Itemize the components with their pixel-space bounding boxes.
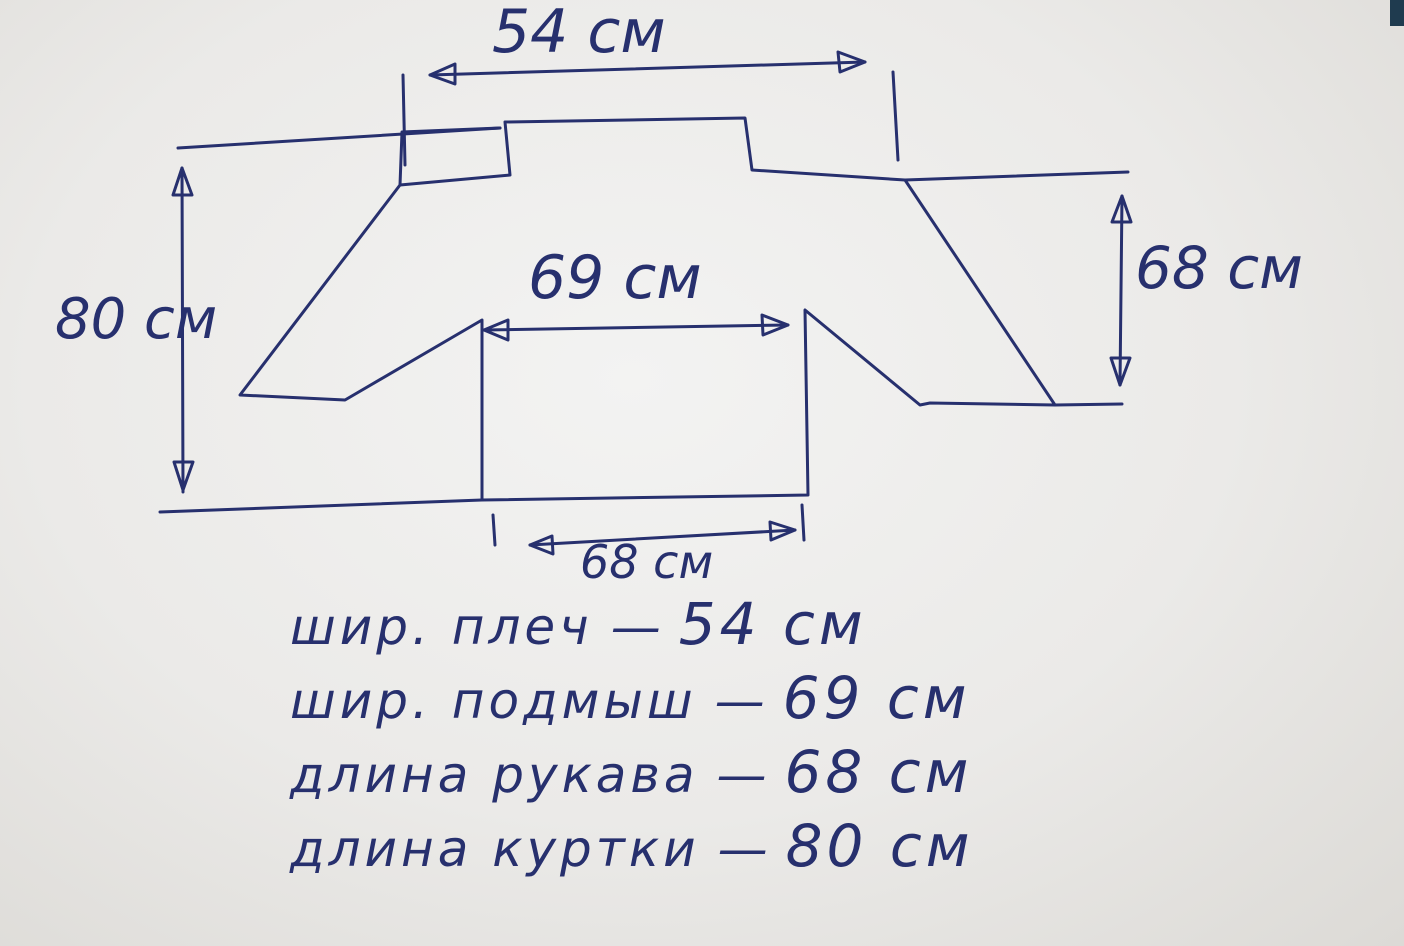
length-arrow — [180, 166, 185, 494]
length-arrowhead-top — [171, 166, 194, 197]
chest-arrow — [482, 323, 790, 332]
sleeve-right-arrowhead-bottom — [1109, 356, 1132, 387]
bottom-right-guide-line — [1053, 402, 1124, 407]
measurement-dash: — — [610, 598, 661, 656]
length-arrowhead-bottom — [172, 460, 195, 492]
corner-shadow — [1390, 0, 1404, 26]
measurement-label: длина рукава — [290, 746, 699, 804]
measurement-value: 68 см — [784, 738, 973, 806]
measurement-label: шир. подмыш — [290, 672, 697, 730]
measurement-label: длина куртки — [290, 820, 700, 878]
sleeve-right-arrow — [1118, 194, 1124, 387]
right-guide-line — [903, 170, 1130, 182]
measurement-dash: — — [717, 820, 768, 878]
measurement-row: шир. подмыш — 69 см — [290, 664, 1190, 738]
chest-dim-label: 69 см — [528, 243, 702, 313]
measurement-dash: — — [716, 746, 767, 804]
sleeve-bottom-dim-label: 68 см — [580, 535, 713, 589]
measurement-value: 80 см — [785, 812, 974, 880]
measurement-value: 69 см — [782, 664, 971, 732]
shoulder-tick-right — [891, 70, 900, 162]
top-guide-line — [176, 126, 502, 150]
shoulder-arrowhead-left — [428, 62, 457, 86]
measurement-dash: — — [714, 672, 765, 730]
sleeve-bottom-tick-right — [800, 503, 806, 542]
shoulder-arrow — [428, 60, 867, 77]
measurements-list: шир. плеч — 54 см шир. подмыш — 69 см дл… — [290, 590, 1190, 886]
sleeve-bottom-arrowhead-right — [768, 520, 797, 542]
chest-arrowhead-right — [760, 313, 790, 337]
shoulder-tick-left — [401, 73, 407, 167]
measurement-label: шир. плеч — [290, 598, 593, 656]
bottom-guide-line — [158, 498, 484, 514]
sleeve-bottom-arrowhead-left — [528, 534, 555, 556]
sleeve-right-dim-label: 68 см — [1135, 234, 1303, 302]
measurement-row: длина рукава — 68 см — [290, 738, 1190, 812]
chest-arrowhead-left — [482, 318, 510, 342]
sleeve-bottom-tick-left — [491, 513, 497, 547]
shoulder-arrowhead-right — [836, 50, 867, 74]
measurement-row: длина куртки — 80 см — [290, 812, 1190, 886]
length-dim-label: 80 см — [55, 287, 217, 352]
jacket-outline — [238, 116, 1057, 502]
shoulder-dim-label: 54 см — [492, 0, 666, 67]
measurement-value: 54 см — [678, 590, 867, 658]
sleeve-right-arrowhead-top — [1110, 194, 1133, 224]
sleeve-bottom-arrow — [528, 528, 797, 547]
measurement-row: шир. плеч — 54 см — [290, 590, 1190, 664]
